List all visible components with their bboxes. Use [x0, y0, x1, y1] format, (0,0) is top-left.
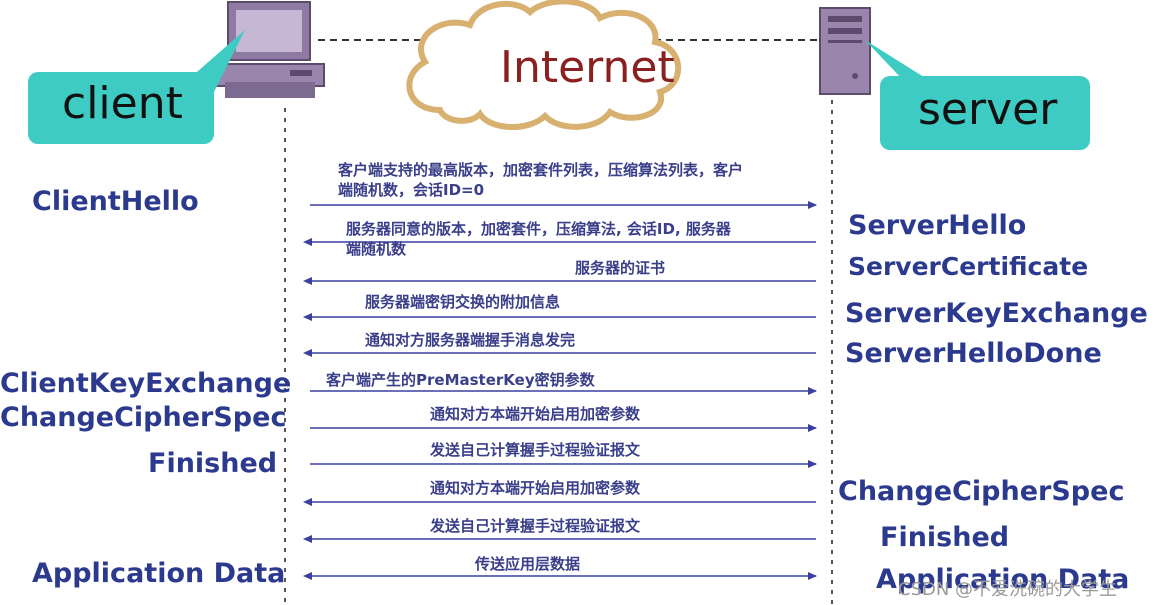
- message-text-1-line2: 端随机数，会话ID=0: [338, 181, 485, 199]
- message-text-1: 客户端支持的最高版本，加密套件列表，压缩算法列表，客户: [338, 161, 744, 179]
- message-text-10: 发送自己计算握手过程验证报文: [430, 517, 641, 535]
- message-text-2: 服务器同意的版本，加密套件，压缩算法, 会话ID, 服务器: [346, 220, 731, 238]
- watermark: CSDN @不爱洗碗的大学生: [898, 579, 1118, 600]
- client-step-finished: Finished: [148, 448, 278, 479]
- client-label: client: [62, 78, 183, 129]
- client-step-changecipherspec: ChangeCipherSpec: [0, 402, 287, 433]
- client-step-clienthello: ClientHello: [32, 186, 199, 217]
- server-label: server: [918, 84, 1058, 135]
- server-step-serverhellodone: ServerHelloDone: [845, 338, 1102, 369]
- internet-label: Internet: [500, 42, 675, 93]
- server-step-changecipherspec: ChangeCipherSpec: [838, 476, 1125, 507]
- message-text-11: 传送应用层数据: [475, 555, 581, 573]
- message-text-5: 通知对方服务器端握手消息发完: [365, 331, 576, 349]
- client-bubble: [28, 30, 245, 144]
- client-computer-icon: [215, 1, 325, 98]
- server-icon: [819, 7, 871, 95]
- server-step-serverkeyexchange: ServerKeyExchange: [845, 298, 1148, 329]
- message-text-4: 服务器端密钥交换的附加信息: [365, 293, 561, 311]
- cloud-icon: [406, 0, 682, 131]
- server-step-finished: Finished: [880, 522, 1010, 553]
- server-step-servercertificate: ServerCertificate: [848, 252, 1089, 281]
- message-text-9: 通知对方本端开始启用加密参数: [430, 479, 641, 497]
- server-step-serverhello: ServerHello: [848, 210, 1027, 241]
- server-bubble: [865, 40, 1090, 150]
- client-step-clientkeyexchange: ClientKeyExchange: [0, 368, 292, 399]
- message-text-7: 通知对方本端开始启用加密参数: [430, 405, 641, 423]
- message-text-2-line2: 端随机数: [346, 240, 407, 258]
- message-text-8: 发送自己计算握手过程验证报文: [430, 441, 641, 459]
- server-step-application-data: Application Data: [876, 564, 1130, 595]
- message-text-3: 服务器的证书: [575, 259, 666, 277]
- message-text-6: 客户端产生的PreMasterKey密钥参数: [326, 371, 595, 389]
- client-step-application-data: Application Data: [32, 558, 286, 589]
